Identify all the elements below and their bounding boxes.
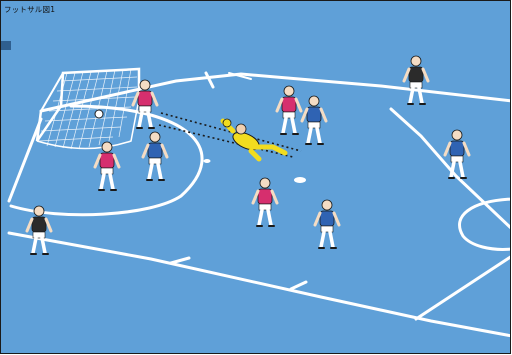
penalty-spot	[294, 177, 306, 183]
figure-caption: フットサル図1	[4, 4, 55, 15]
second-spot	[204, 159, 211, 163]
edge-marker	[1, 41, 11, 50]
ball-icon	[95, 110, 103, 118]
